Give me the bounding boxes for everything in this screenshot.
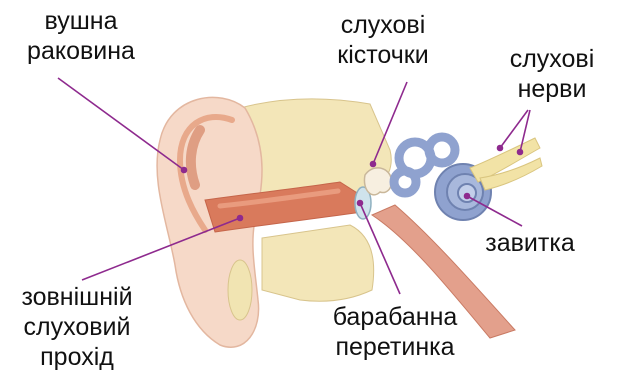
pointer-nerves-a-end (498, 146, 503, 151)
label-eardrum-line2: перетинка (308, 332, 482, 362)
label-eardrum: барабанна перетинка (308, 302, 482, 362)
pointer-nerves-a (500, 110, 528, 148)
label-ossicles-line2: кісточки (318, 40, 448, 70)
label-canal-line3: прохід (2, 342, 152, 372)
label-ossicles-line1: слухові (318, 10, 448, 40)
earlobe-hollow (228, 260, 252, 320)
label-nerves-line2: нерви (490, 74, 614, 104)
pointer-nerves-b-end (518, 150, 523, 155)
label-ossicles: слухові кісточки (318, 10, 448, 70)
label-canal: зовнішній слуховий прохід (2, 282, 152, 372)
label-nerves-line1: слухові (490, 44, 614, 74)
label-canal-line2: слуховий (2, 312, 152, 342)
lower-bone (262, 225, 374, 301)
pointer-canal-end (238, 216, 243, 221)
pointer-eardrum-end (358, 201, 363, 206)
label-auricle-line1: вушна (6, 6, 156, 36)
ossicles-shape (364, 168, 391, 195)
label-cochlea: завитка (468, 228, 592, 258)
label-auricle: вушна раковина (6, 6, 156, 66)
label-nerves: слухові нерви (490, 44, 614, 104)
label-eardrum-line1: барабанна (308, 302, 482, 332)
pointer-auricle-end (182, 168, 187, 173)
label-cochlea-line1: завитка (468, 228, 592, 258)
label-canal-line1: зовнішній (2, 282, 152, 312)
label-auricle-line2: раковина (6, 36, 156, 66)
pointer-ossicles-end (371, 162, 376, 167)
pointer-auricle (58, 78, 184, 170)
pointer-cochlea-end (465, 194, 470, 199)
